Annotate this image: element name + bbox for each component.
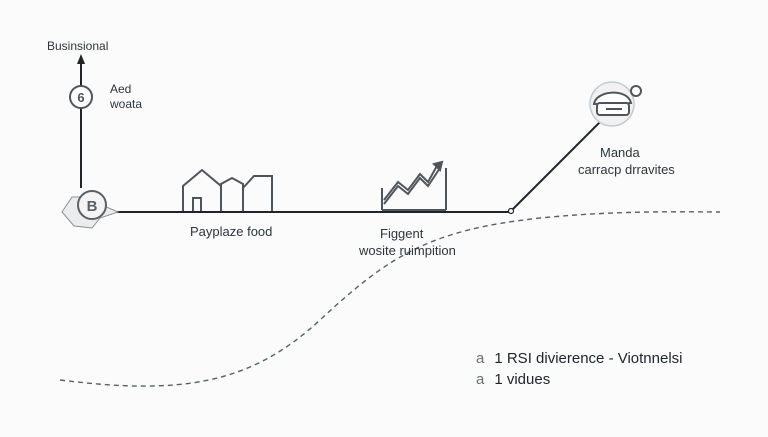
robot-head-icon	[589, 81, 642, 127]
rising-arrow-line	[509, 109, 613, 213]
node2-line2: wosite ruimpition	[359, 243, 456, 258]
svg-text:6: 6	[77, 90, 84, 105]
vertical-axis-arrowhead	[77, 54, 85, 64]
legend-text: 1 RSI divierence - Viotnnelsi	[494, 350, 683, 367]
top-label: Businsional	[47, 39, 109, 53]
legend: a 1 RSI divierence - Viotnnelsi a 1 vidues	[476, 348, 683, 390]
legend-item: a 1 RSI divierence - Viotnnelsi	[476, 348, 683, 369]
baseline-end-dot	[507, 207, 515, 215]
node3-line1: Manda	[600, 145, 640, 160]
coin-icon: 6	[69, 85, 93, 109]
legend-text: 1 vidues	[494, 371, 551, 388]
house-icon	[182, 168, 273, 211]
svg-text:B: B	[87, 198, 98, 215]
left-note-line2: woata	[110, 97, 143, 111]
trend-chart-icon	[381, 160, 447, 211]
legend-marker: a	[476, 371, 485, 388]
node2-line1: Figgent	[380, 226, 424, 241]
legend-item: a 1 vidues	[476, 369, 683, 390]
node1-label: Payplaze food	[190, 224, 273, 239]
left-note-line1: Aed	[110, 82, 132, 96]
dashed-curve	[59, 211, 721, 387]
bitcoin-badge-icon: B	[61, 190, 120, 229]
legend-marker: a	[476, 350, 485, 367]
node3-line2: carracp drravites	[578, 162, 675, 177]
